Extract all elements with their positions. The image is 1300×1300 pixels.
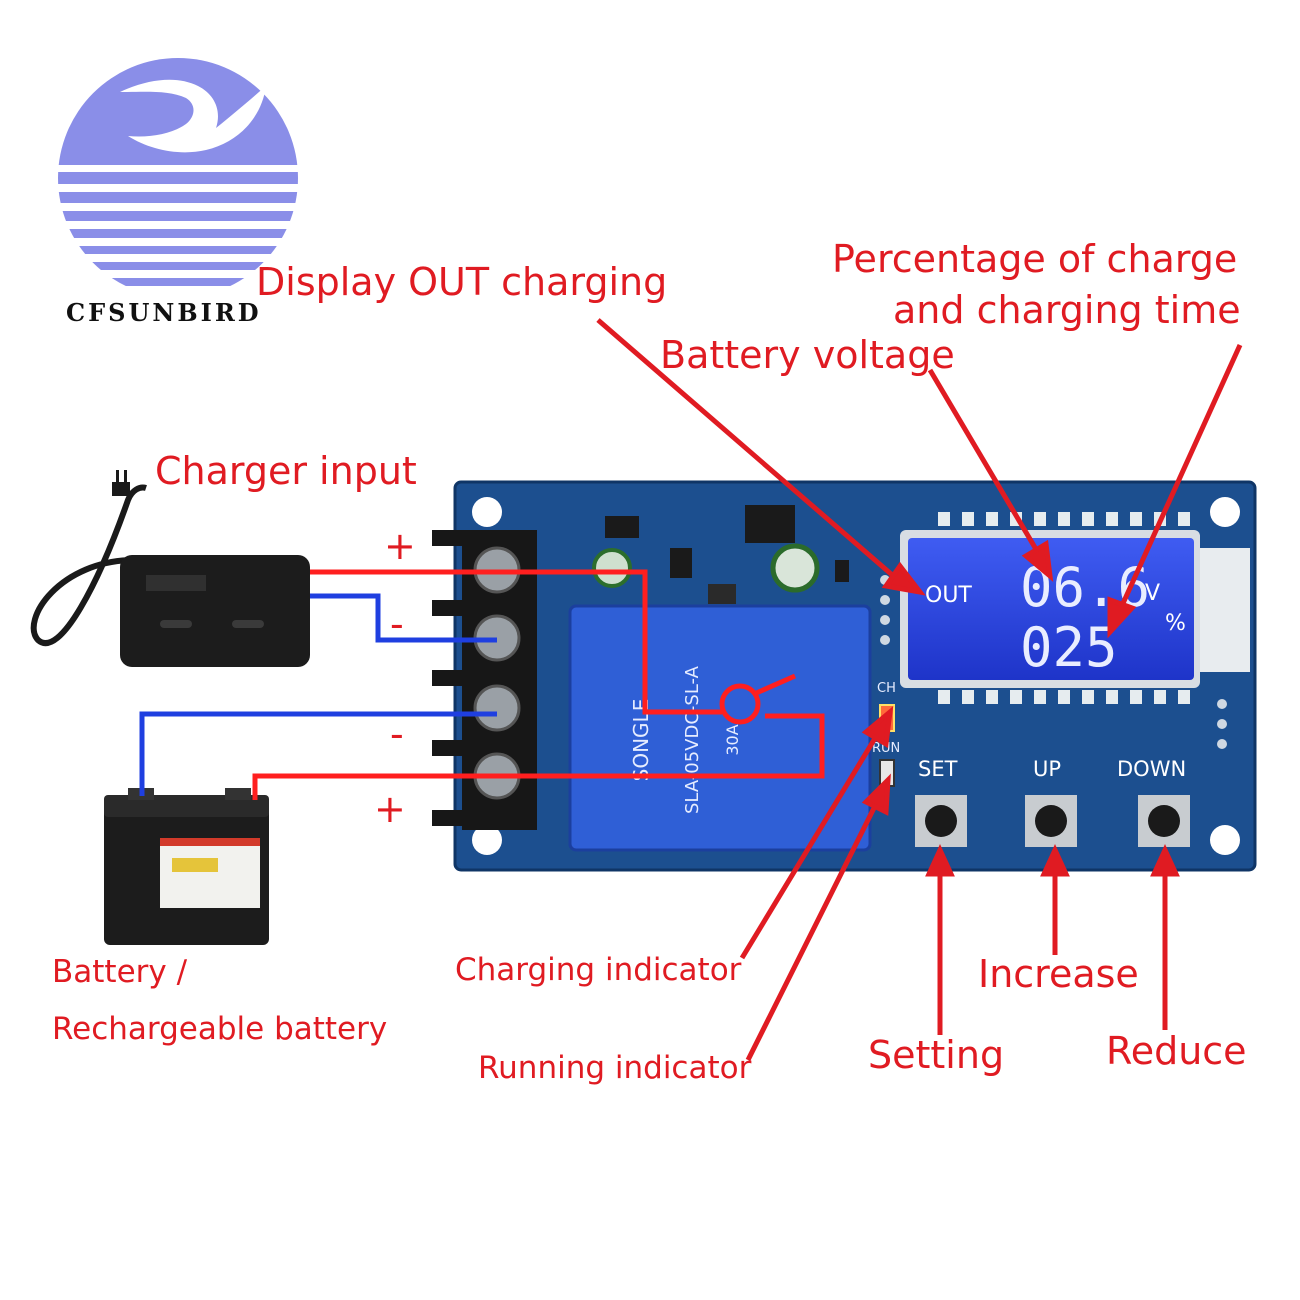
relay-switch-contact	[719, 683, 761, 725]
relay-output-wire	[252, 713, 825, 800]
set-button[interactable]	[915, 795, 967, 847]
relay-model: SLA-05VDC-SL-A	[682, 665, 703, 814]
ch-silkscreen: CH	[877, 681, 896, 696]
battery-negative-wire	[139, 711, 497, 796]
label-battery-line1: Battery /	[52, 954, 188, 990]
label-reduce: Reduce	[1106, 1029, 1247, 1073]
polarity-plus-bottom: +	[374, 787, 406, 831]
charger-adapter	[30, 470, 310, 667]
charger-positive-wire	[310, 569, 722, 715]
up-silkscreen: UP	[1033, 757, 1061, 781]
label-battery-voltage: Battery voltage	[660, 333, 955, 377]
polarity-minus-bottom: -	[390, 712, 404, 756]
label-display-out: Display OUT charging	[256, 260, 668, 304]
lcd-voltage-unit: V	[1145, 581, 1160, 606]
label-running-indicator: Running indicator	[478, 1050, 752, 1086]
relay: SONGLE SLA-05VDC-SL-A 30A	[568, 604, 872, 852]
label-battery-line2: Rechargeable battery	[52, 1011, 388, 1047]
label-increase: Increase	[978, 952, 1139, 996]
relay-switch-arm	[752, 673, 797, 697]
lcd-percent-unit: %	[1165, 611, 1186, 636]
board-buttons: SET UP DOWN	[915, 757, 1190, 847]
polarity-plus-top: +	[384, 524, 416, 568]
label-percentage-line1: Percentage of charge	[832, 237, 1238, 281]
terminal-screw	[473, 684, 521, 732]
up-button[interactable]	[1025, 795, 1077, 847]
bird-icon	[120, 79, 266, 153]
relay-rating: 30A	[723, 724, 742, 755]
lcd-display: OUT 06.6 V 025 %	[900, 530, 1250, 688]
label-percentage-line2: and charging time	[893, 288, 1241, 332]
down-silkscreen: DOWN	[1117, 757, 1186, 781]
lcd-out-label: OUT	[925, 583, 972, 608]
polarity-minus-top: -	[390, 602, 404, 646]
run-silkscreen: RUN	[872, 741, 900, 756]
brand-logo	[58, 58, 298, 286]
label-charging-indicator: Charging indicator	[455, 952, 742, 988]
terminal-block	[432, 530, 537, 830]
label-charger-input: Charger input	[155, 449, 417, 493]
set-silkscreen: SET	[918, 757, 958, 781]
lcd-percent-value: 025	[1020, 616, 1118, 679]
charger-negative-wire	[310, 593, 497, 643]
battery	[104, 788, 269, 945]
callout-arrows	[596, 318, 1243, 1062]
label-setting: Setting	[868, 1033, 1005, 1077]
down-button[interactable]	[1138, 795, 1190, 847]
brand-name: CFSUNBIRD	[66, 298, 262, 327]
wires	[139, 569, 825, 800]
